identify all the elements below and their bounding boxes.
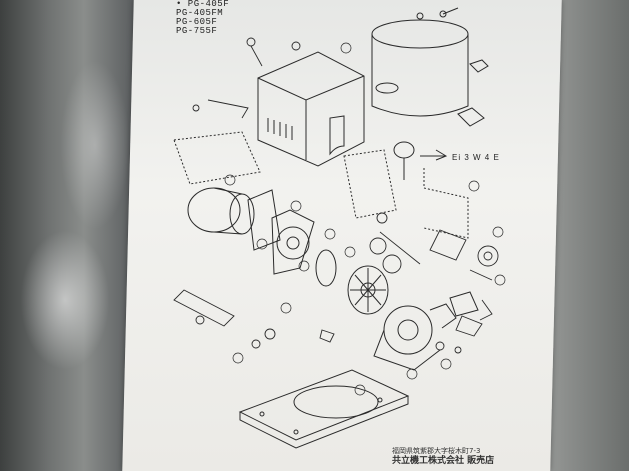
model-item: PG-405FM	[176, 8, 224, 18]
model-list: • PG-405F PG-405FM PG-605F PG-755F	[176, 0, 266, 36]
callout-markers	[224, 42, 506, 396]
motor-cover-drawing	[257, 51, 365, 167]
light-glare-upper	[60, 60, 130, 230]
model-item: • PG-405F	[176, 0, 230, 9]
switch-group-drawing	[343, 141, 469, 239]
base-plate-drawing	[238, 369, 410, 449]
small-parts-drawing	[173, 37, 499, 354]
footer-text: 福岡県筑紫郡大字桜木町7-3 共立機工株式会社 販売店	[392, 447, 532, 467]
footer-address: 福岡県筑紫郡大字桜木町7-3	[392, 447, 481, 455]
callout-label: Ei 3 W 4 E	[452, 153, 500, 162]
motor-drawing	[173, 131, 315, 275]
light-glare	[20, 230, 110, 370]
footer-company: 共立機工株式会社 販売店	[392, 456, 495, 466]
model-item: PG-605F	[176, 17, 218, 27]
impeller-drawing	[315, 249, 389, 315]
pump-body-drawing	[373, 291, 479, 371]
tank-drawing	[371, 7, 489, 127]
model-item: PG-755F	[176, 26, 218, 36]
